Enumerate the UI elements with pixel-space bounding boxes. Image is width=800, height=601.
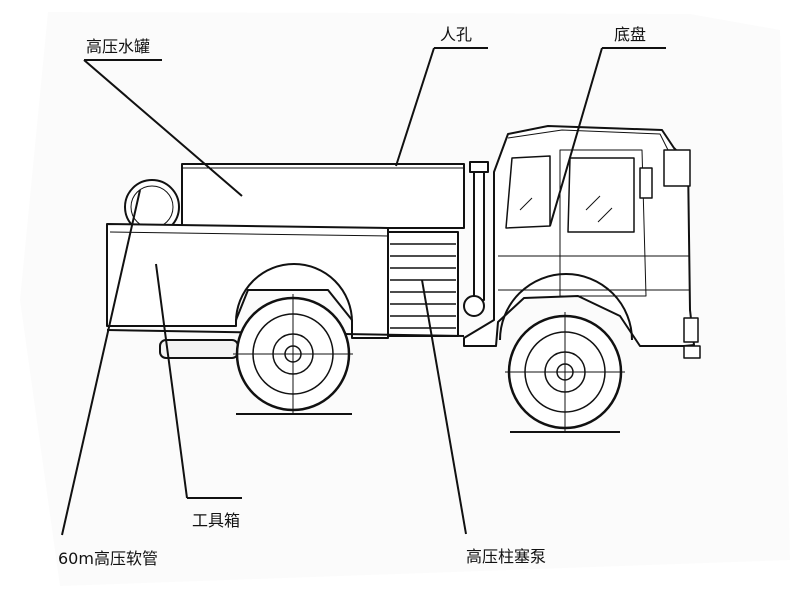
mirror xyxy=(639,167,653,199)
label-chassis: 底盘 xyxy=(614,25,647,44)
side-window xyxy=(505,155,551,229)
label-water-tank: 高压水罐 xyxy=(86,37,151,56)
door-window xyxy=(567,157,635,233)
water-tank xyxy=(181,163,465,229)
label-pump: 高压柱塞泵 xyxy=(466,547,547,566)
label-manhole: 人孔 xyxy=(440,25,473,44)
label-hose: 60m高压软管 xyxy=(58,549,158,568)
leader-lines xyxy=(61,47,666,536)
label-toolbox: 工具箱 xyxy=(192,511,241,530)
front-wheel xyxy=(505,312,625,432)
ground-lines xyxy=(236,413,620,433)
exhaust-pipe xyxy=(473,169,485,301)
cab-door xyxy=(559,149,647,297)
rear-wheel xyxy=(233,294,353,414)
fuel-tank xyxy=(159,339,239,359)
